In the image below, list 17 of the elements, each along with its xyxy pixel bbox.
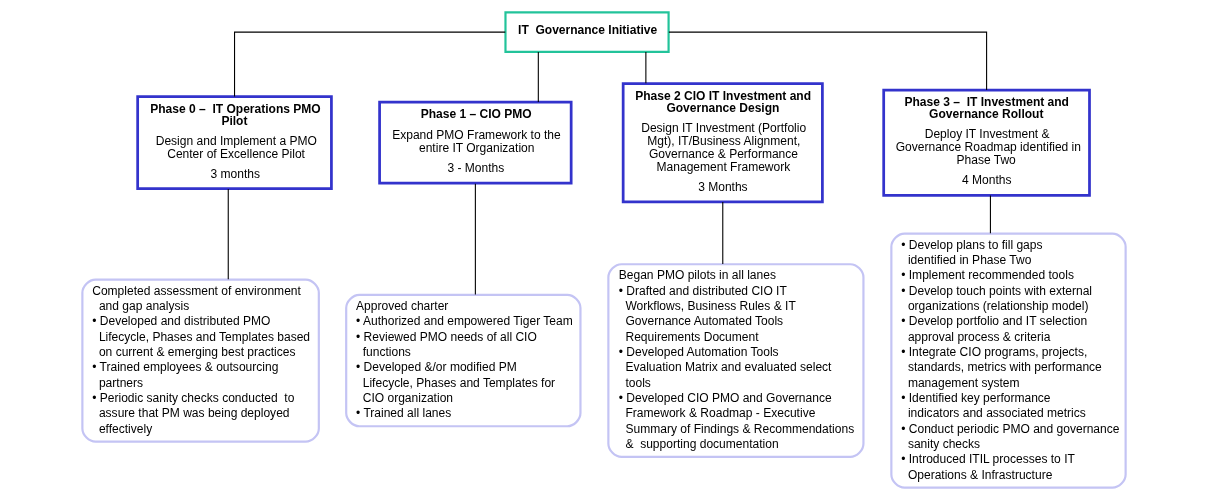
connector: [474, 183, 476, 296]
connector: [537, 51, 539, 103]
node-box: Approved charter • Authorized and empowered Tiger Team • Reviewed PMO needs of all CIO functions • Developed &/or modified PM Lifecycle, Phases and Templates for CIO organization • Trained all lanes: [344, 293, 582, 428]
node-box: Phase 1 – CIO PMO Expand PMO Framework to the entire IT Organization 3 - Months: [377, 100, 573, 185]
node-box: Began PMO pilots in all lanes • Drafted and distributed CIO IT Workflows, Business Rules & IT Governance Automated Tools Requirements Document • Developed Automation Tools Evaluation Matrix and evaluated select tools • Developed CIO PMO and Governance Framework & Roadmap - Executive Summary of Findings & Recommendations & supporting documentation: [606, 263, 865, 458]
connector: [989, 194, 991, 234]
connector: [233, 31, 506, 97]
connector: [644, 51, 646, 84]
node-box: • Develop plans to fill gaps identified in Phase Two • Implement recommended tools • Develop touch points with external organizations (relationship model) • Develop portfolio and IT selection approval process & criteria • Integrate CIO programs, projects, standards, metrics with performance management system • Identified key performance indicators and associated metrics • Conduct periodic PMO and governance sanity checks • Introduced ITIL processes to IT Operations & Infrastructure: [889, 232, 1127, 489]
connector: [667, 31, 987, 91]
node-box: Completed assessment of environment and gap analysis • Developed and distributed PMO Lifecycle, Phases and Templates based on current & emerging best practices • Trained employees & outsourcing partners • Periodic sanity checks conducted to assure that PM was being deployed effectively: [80, 278, 320, 443]
connector: [227, 188, 229, 280]
connector: [721, 201, 723, 265]
node-box: Phase 3 – IT Investment and Governance Rollout Deploy IT Investment & Governance Roadmap identified in Phase Two 4 Months: [881, 88, 1091, 197]
node-box: Phase 0 – IT Operations PMO Pilot Design and Implement a PMO Center of Excellence Pilot 3 months: [135, 95, 333, 191]
node-box: IT Governance Initiative: [503, 11, 670, 53]
node-box: Phase 2 CIO IT Investment and Governance Design Design IT Investment (Portfolio Mgt), IT/Business Alignment, Governance & Performance Management Framework 3 Months: [621, 82, 824, 204]
